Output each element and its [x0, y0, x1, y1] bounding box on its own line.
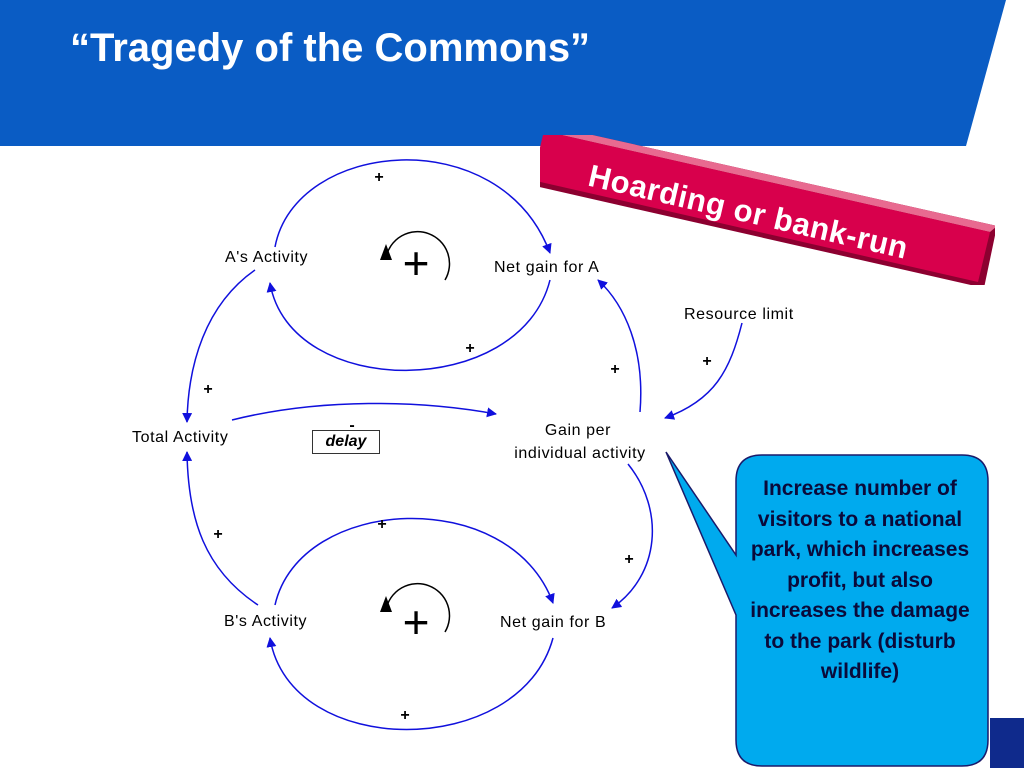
reinforcing-loop-icon-top: +: [380, 230, 451, 289]
link-b-to-net-b: [274, 517, 555, 606]
link-net-b-to-b: [266, 637, 554, 731]
callout-text: Increase number of visitors to a nationa…: [750, 477, 970, 683]
svg-text:+: +: [403, 237, 430, 289]
node-net-gain-a: Net gain for A: [494, 259, 599, 276]
delay-label: delay: [312, 430, 380, 454]
node-total-activity: Total Activity: [132, 429, 228, 446]
node-gain-per-line2: individual activity: [514, 445, 645, 462]
polarity-total-to-gain: -: [349, 417, 354, 434]
link-total-to-gain: [231, 402, 497, 421]
node-resource-limit: Resource limit: [684, 306, 794, 323]
polarity-a-to-total: +: [203, 381, 212, 398]
corner-accent: [990, 718, 1024, 768]
link-gain-to-net-b: [611, 463, 654, 609]
header-band: [0, 0, 1006, 146]
node-a-activity: A's Activity: [225, 249, 308, 266]
link-limit-to-gain: [664, 322, 743, 420]
link-gain-to-net-a: [597, 279, 642, 413]
link-net-a-to-a: [266, 279, 551, 372]
slide-title: “Tragedy of the Commons”: [70, 26, 591, 70]
link-a-to-total: [182, 269, 256, 423]
polarity-b-to-total: +: [213, 526, 222, 543]
polarity-limit-to-gain: +: [702, 353, 711, 370]
polarity-b-to-net-b: +: [377, 516, 386, 533]
polarity-net-b-to-b: +: [400, 707, 409, 724]
svg-text:+: +: [403, 596, 430, 648]
polarity-net-a-to-a: +: [465, 340, 474, 357]
node-gain-per-line1: Gain per: [545, 422, 611, 439]
polarity-gain-to-net-b: +: [624, 551, 633, 568]
reinforcing-loop-icon-bottom: +: [380, 582, 451, 648]
node-b-activity: B's Activity: [224, 613, 307, 630]
link-a-to-net-a: [274, 159, 552, 254]
polarity-gain-to-net-a: +: [610, 361, 619, 378]
callout-bubble: [665, 451, 989, 767]
node-net-gain-b: Net gain for B: [500, 614, 606, 631]
polarity-a-to-net-a: +: [374, 169, 383, 186]
banner-shape: [540, 135, 995, 285]
link-b-to-total: [182, 451, 259, 606]
